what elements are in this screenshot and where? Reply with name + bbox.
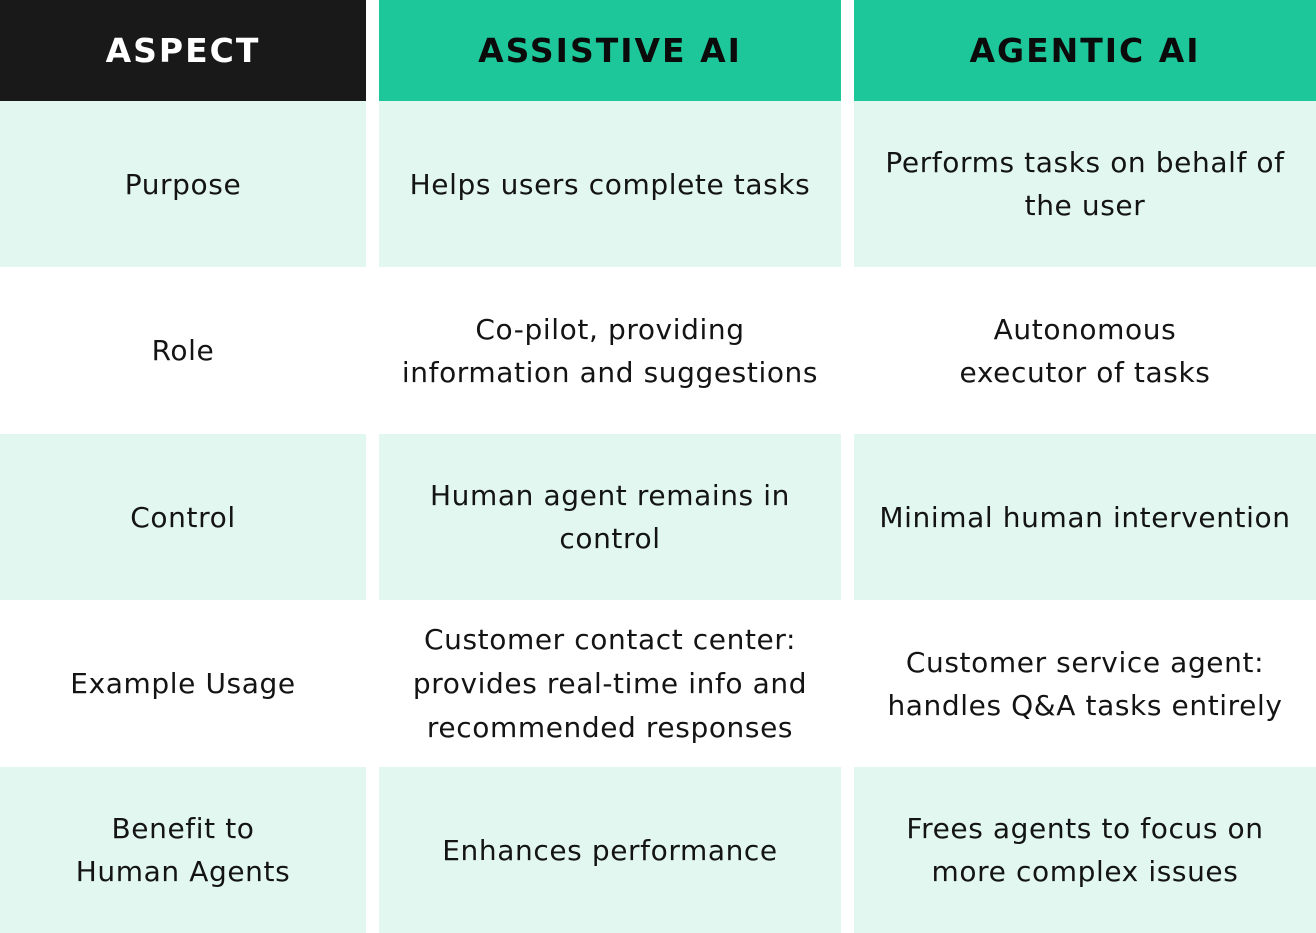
aspect-label: Control: [130, 500, 236, 534]
row-benefit-agentic: Frees agents to focus on more complex is…: [854, 767, 1316, 933]
aspect-label: Purpose: [124, 167, 242, 201]
row-example-usage-aspect: Example Usage: [0, 600, 366, 767]
header-agentic-ai: AGENTIC AI: [854, 0, 1316, 101]
assistive-text: Human agent remains in control: [430, 479, 790, 555]
row-control-assistive: Human agent remains in control: [379, 434, 841, 600]
agentic-text: Autonomous executor of tasks: [959, 312, 1211, 389]
header-assistive-ai-label: ASSISTIVE AI: [478, 30, 742, 70]
aspect-label: Example Usage: [70, 667, 296, 700]
header-agentic-ai-label: AGENTIC AI: [969, 30, 1201, 70]
row-control-aspect: Control: [0, 434, 366, 600]
assistive-text: Co-pilot, providing information and sugg…: [401, 312, 819, 389]
row-control-agentic: Minimal human intervention: [854, 434, 1316, 600]
aspect-label: Role: [151, 334, 215, 367]
header-aspect: ASPECT: [0, 0, 366, 101]
aspect-label: Benefit to Human Agents: [75, 812, 291, 888]
assistive-text: Customer contact center: provides real-t…: [412, 622, 808, 744]
row-benefit-assistive: Enhances performance: [379, 767, 841, 933]
row-role-assistive: Co-pilot, providing information and sugg…: [379, 267, 841, 434]
header-assistive-ai: ASSISTIVE AI: [379, 0, 841, 101]
row-purpose-aspect: Purpose: [0, 101, 366, 267]
row-example-usage-assistive: Customer contact center: provides real-t…: [379, 600, 841, 767]
row-purpose-agentic: Performs tasks on behalf of the user: [854, 101, 1316, 267]
header-aspect-label: ASPECT: [105, 30, 261, 70]
row-role-aspect: Role: [0, 267, 366, 434]
assistive-text: Enhances performance: [442, 833, 778, 867]
assistive-text: Helps users complete tasks: [409, 167, 811, 201]
agentic-text: Performs tasks on behalf of the user: [885, 146, 1285, 222]
agentic-text: Frees agents to focus on more complex is…: [906, 812, 1264, 888]
agentic-text: Minimal human intervention: [879, 500, 1291, 534]
row-example-usage-agentic: Customer service agent: handles Q&A task…: [854, 600, 1316, 767]
agentic-text: Customer service agent: handles Q&A task…: [887, 645, 1283, 722]
row-benefit-aspect: Benefit to Human Agents: [0, 767, 366, 933]
row-purpose-assistive: Helps users complete tasks: [379, 101, 841, 267]
row-role-agentic: Autonomous executor of tasks: [854, 267, 1316, 434]
